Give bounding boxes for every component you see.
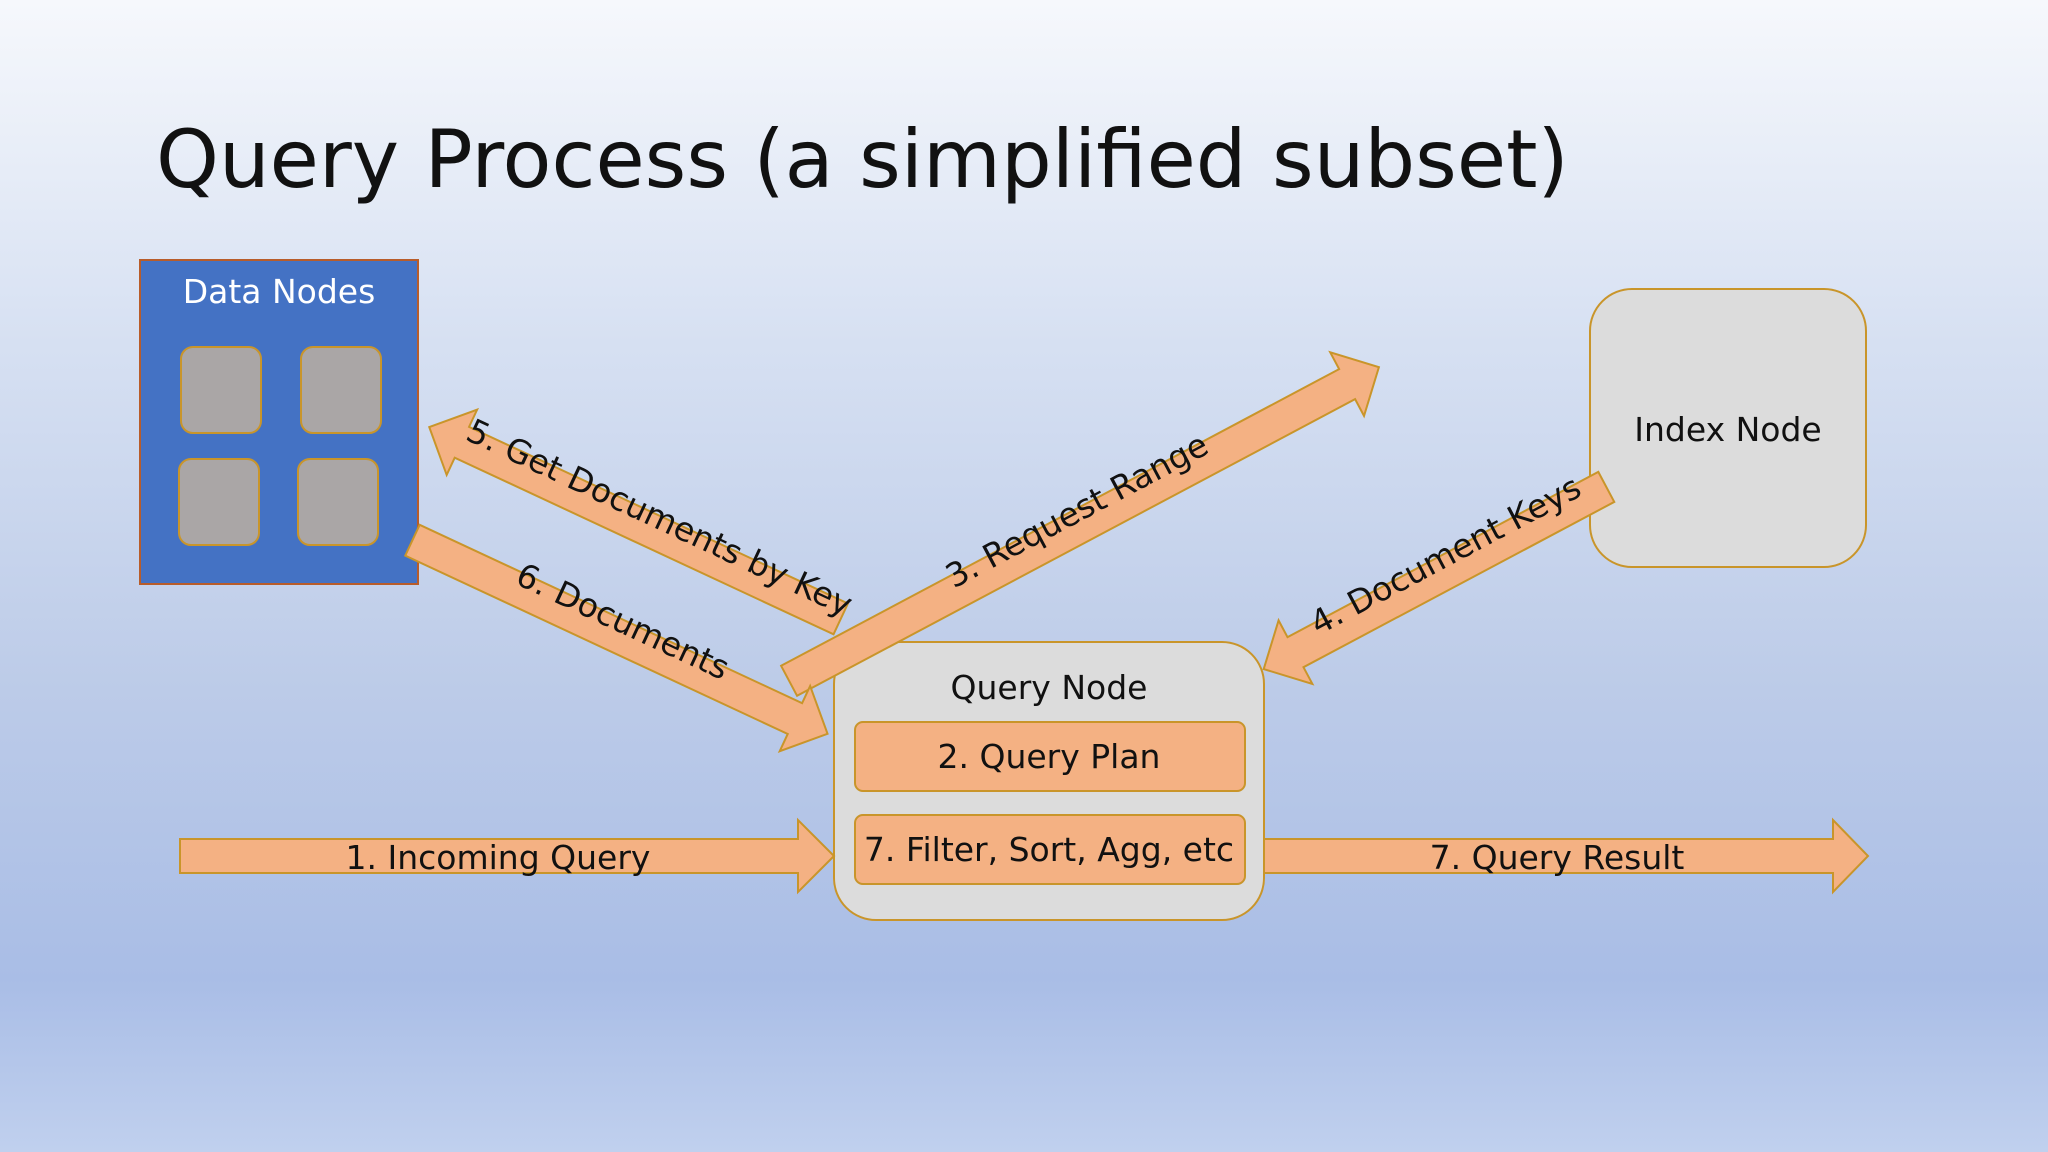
arrow-query-result: 7. Query Result [1263, 817, 1870, 895]
data-shard [180, 346, 262, 434]
query-node-label: Query Node [951, 668, 1148, 707]
arrow-document-keys-label: 4. Document Keys [1304, 467, 1588, 642]
arrow-incoming-query-shape [179, 817, 836, 895]
arrow-query-result-shape [1263, 817, 1870, 895]
arrow-documents-shape [403, 523, 829, 753]
index-node-label: Index Node [1634, 410, 1821, 449]
data-shard [297, 458, 379, 546]
data-nodes: Data Nodes [139, 259, 419, 585]
arrow-documents: 6. Documents [403, 523, 829, 753]
arrow-request-range-shape [779, 350, 1381, 698]
query-plan-step-box [854, 721, 1246, 792]
data-shard [300, 346, 382, 434]
arrow-document-keys: 4. Document Keys [1262, 467, 1616, 686]
slide-title: Query Process (a simplified subset) [156, 113, 1569, 206]
filter-sort-agg-step-box [854, 814, 1246, 885]
arrow-incoming-query-label: 1. Incoming Query [346, 838, 651, 877]
query-plan-step-label: 2. Query Plan [938, 737, 1161, 776]
arrow-document-keys-shape [1262, 470, 1616, 686]
arrow-incoming-query: 1. Incoming Query [179, 817, 836, 895]
filter-sort-agg-step-label: 7. Filter, Sort, Agg, etc [864, 830, 1234, 869]
index-node: Index Node [1589, 288, 1867, 568]
arrow-get-documents-shape [427, 407, 850, 636]
query-node: Query Node 2. Query Plan 7. Filter, Sort… [833, 641, 1265, 921]
arrow-request-range-label: 3. Request Range [939, 425, 1214, 596]
index-node-box [1589, 288, 1867, 568]
data-nodes-label: Data Nodes [183, 272, 376, 311]
arrow-query-result-label: 7. Query Result [1430, 838, 1685, 877]
data-shard [178, 458, 260, 546]
